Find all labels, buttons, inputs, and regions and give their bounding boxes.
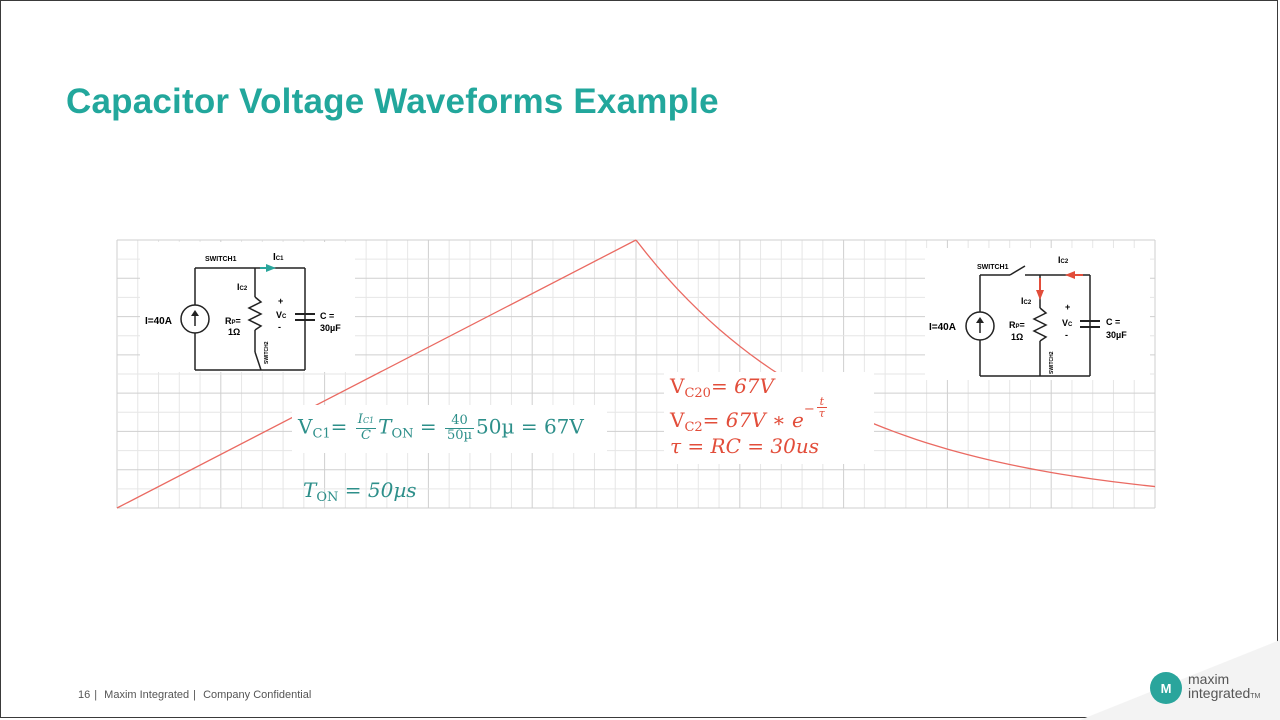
svg-text:C =: C = <box>320 311 334 321</box>
slide-title: Capacitor Voltage Waveforms Example <box>66 82 719 121</box>
page-number: 16 <box>78 689 91 701</box>
equation-box-charging <box>292 405 607 453</box>
svg-text:-: - <box>1065 330 1068 340</box>
svg-text:1Ω: 1Ω <box>228 327 240 337</box>
svg-text:RP=: RP= <box>1009 320 1025 330</box>
svg-text:+: + <box>1065 302 1070 312</box>
footer: 16| Maxim Integrated| Company Confidenti… <box>78 689 312 701</box>
svg-text:SWITCH1: SWITCH1 <box>977 264 1009 271</box>
equation-tau: τ = RC = 30us <box>670 434 819 458</box>
svg-text:+: + <box>278 296 283 306</box>
circuit-charging-schematic: SWITCH1 I=40A IC1 IC2 RP= 1Ω + VC - C = … <box>145 252 341 371</box>
svg-text:30µF: 30µF <box>1106 330 1127 340</box>
svg-text:1Ω: 1Ω <box>1011 332 1023 342</box>
footer-company: Maxim Integrated <box>104 689 190 701</box>
svg-text:IC1: IC1 <box>273 252 284 263</box>
svg-text:SWITCH2: SWITCH2 <box>1049 351 1055 374</box>
svg-text:VC: VC <box>276 310 287 320</box>
circuit-discharging-schematic: SWITCH1 I=40A IC2 IC2 RP= 1Ω + VC - C = … <box>929 255 1127 377</box>
switch1-label: SWITCH1 <box>205 256 237 263</box>
svg-text:IC2: IC2 <box>1021 296 1032 306</box>
series-charging-line <box>116 239 637 509</box>
svg-text:-: - <box>278 322 281 332</box>
current-source-label: I=40A <box>145 316 172 327</box>
series-discharging-line <box>635 239 1156 488</box>
equation-ton: TON = 50µs <box>303 478 417 505</box>
circuit-charging: SWITCH1 I=40A IC1 IC2 RP= 1Ω + VC - C = … <box>140 242 355 372</box>
svg-text:IC2: IC2 <box>237 282 248 292</box>
circuit-discharging: SWITCH1 I=40A IC2 IC2 RP= 1Ω + VC - C = … <box>925 248 1150 380</box>
svg-text:RP=: RP= <box>225 316 241 326</box>
footer-confidential: Company Confidential <box>203 689 312 701</box>
svg-text:SWITCH2: SWITCH2 <box>264 341 270 364</box>
svg-text:VC: VC <box>1062 318 1073 328</box>
logo-text: maxim integratedTM <box>1188 671 1261 701</box>
svg-text:IC2: IC2 <box>1058 255 1069 265</box>
svg-text:30µF: 30µF <box>320 323 341 333</box>
company-logo: M maxim integratedTM <box>1150 672 1260 704</box>
equation-box-discharging <box>664 372 874 464</box>
logo-mark-icon: M <box>1150 672 1182 704</box>
equation-vc20: VC20= 67V <box>670 374 774 401</box>
svg-text:I=40A: I=40A <box>929 322 956 333</box>
svg-text:C =: C = <box>1106 317 1120 327</box>
